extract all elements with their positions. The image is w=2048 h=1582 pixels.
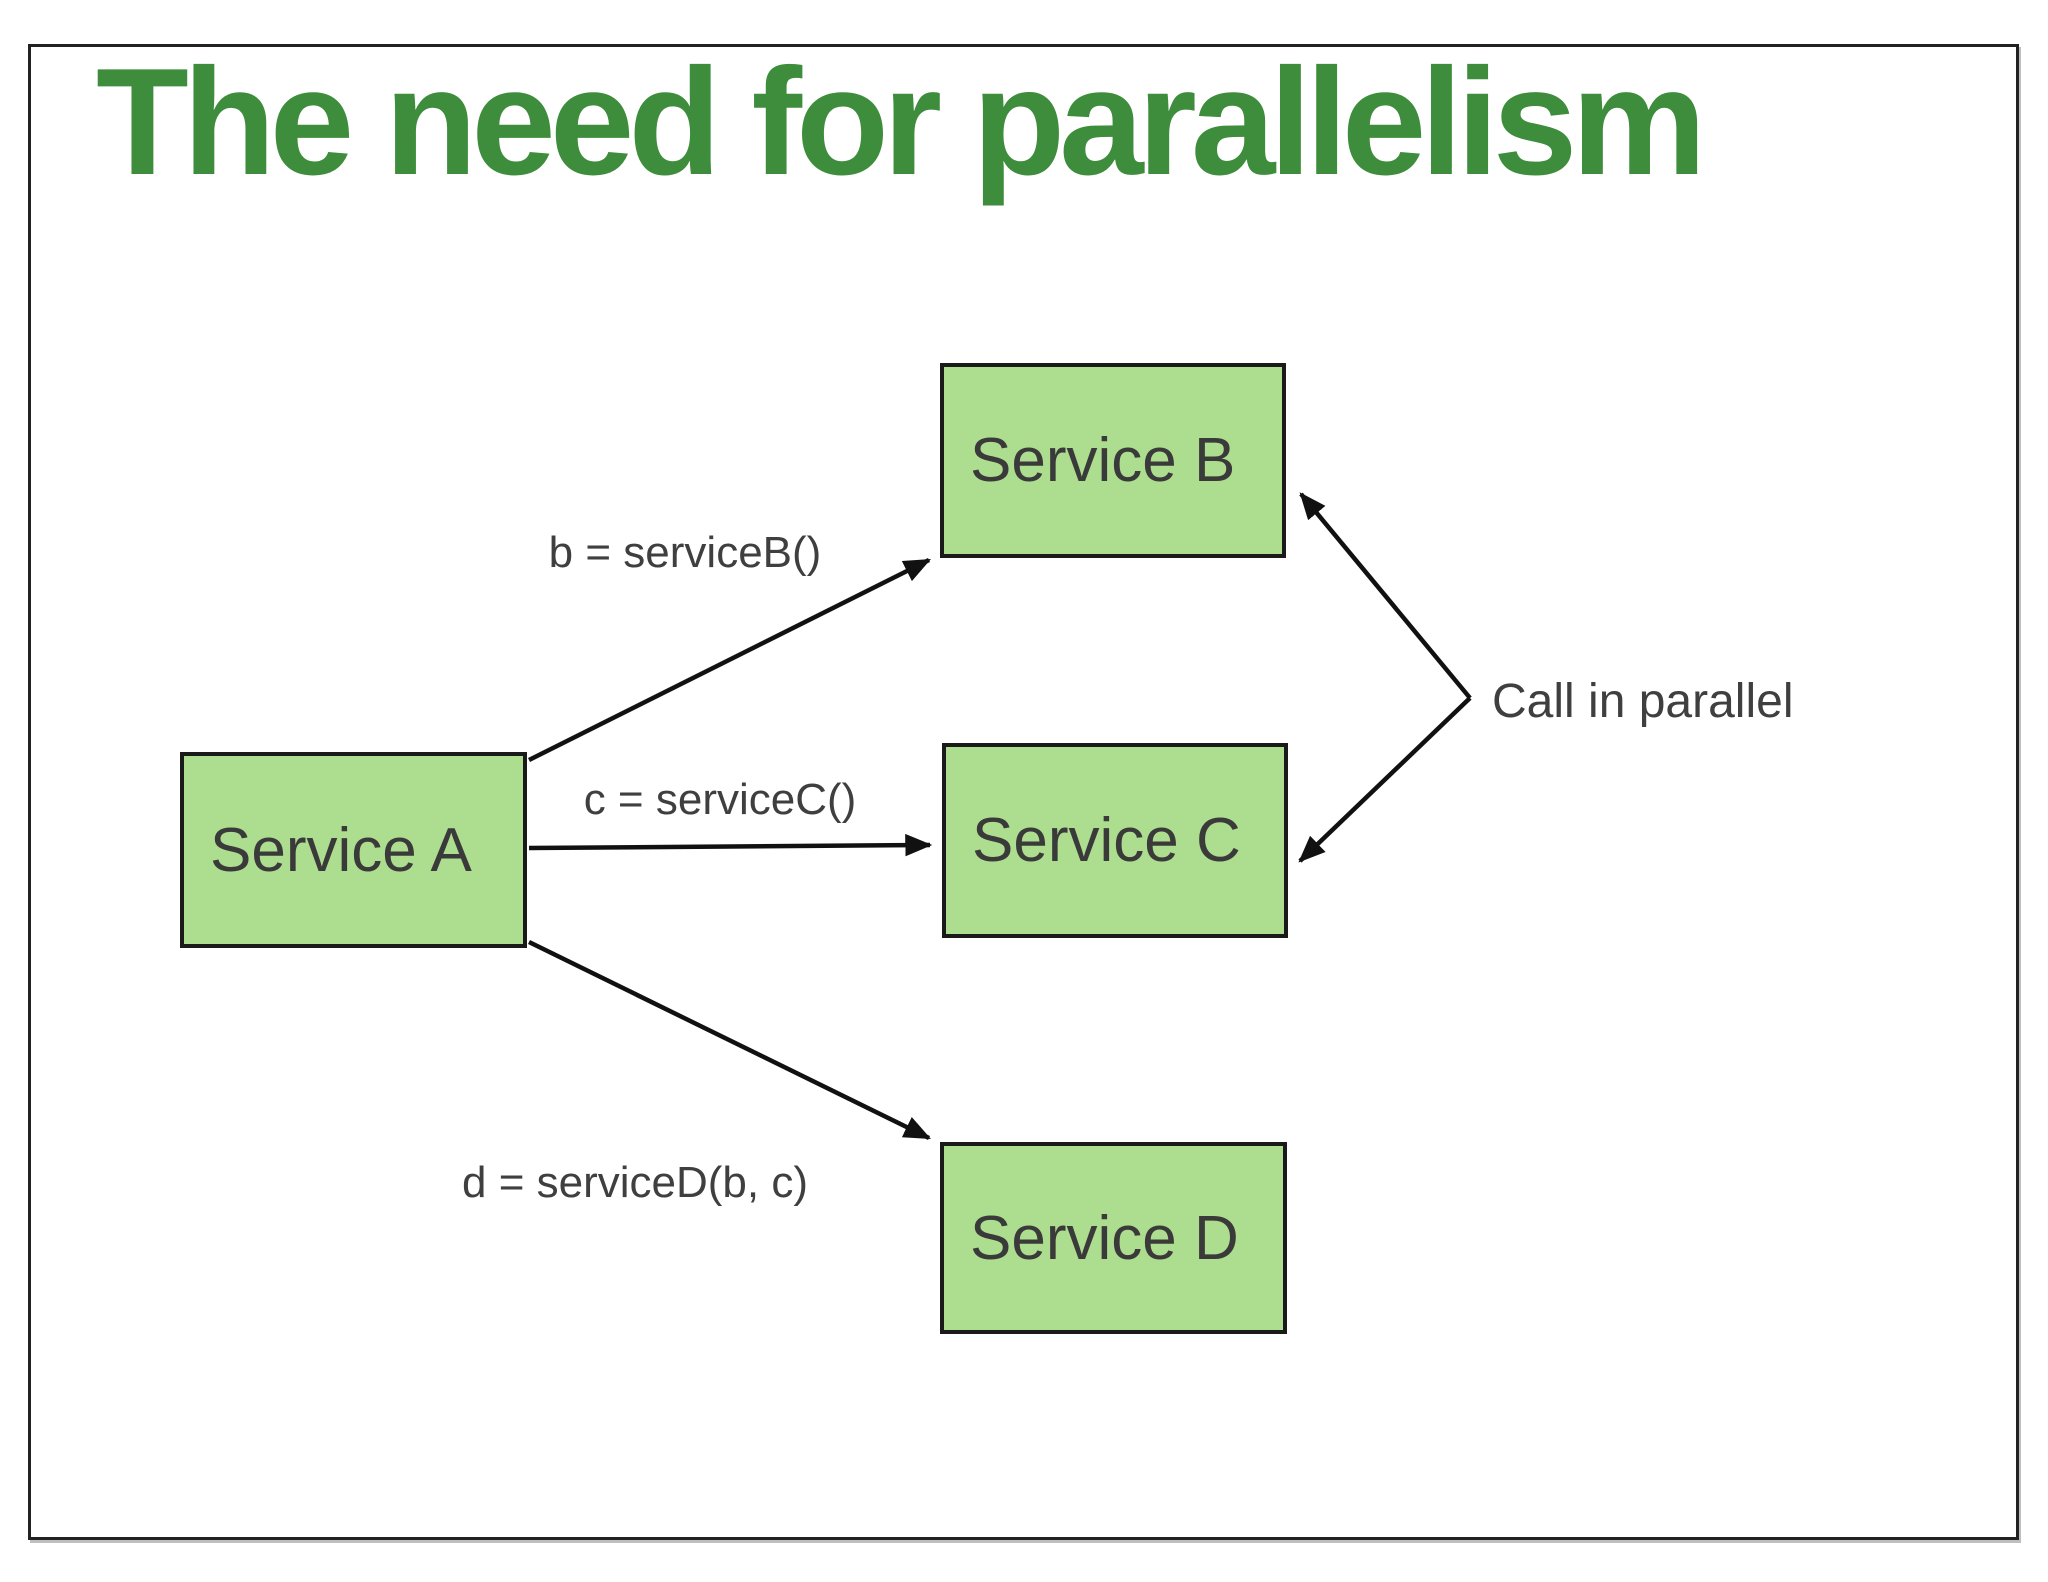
node-service-b: Service B: [940, 363, 1286, 558]
arrow-a-to-d: [528, 939, 932, 1141]
arrow-a-to-c: [528, 833, 933, 857]
arrow-parallel-to-b: [1299, 492, 1472, 700]
arrow-a-to-b: [527, 557, 932, 763]
edge-label-service-b-call: b = serviceB(): [548, 528, 822, 577]
call-in-parallel-annotation: Call in parallel: [1492, 675, 1794, 728]
slide-title: The need for parallelism: [96, 37, 1707, 207]
arrow-parallel-to-c: [1298, 696, 1472, 863]
node-service-d: Service D: [940, 1142, 1287, 1334]
node-service-a: Service A: [180, 752, 527, 948]
edge-label-service-c-call: c = serviceC(): [583, 775, 857, 824]
edge-label-service-d-call: d = serviceD(b, c): [462, 1158, 808, 1207]
node-service-c: Service C: [942, 743, 1288, 938]
